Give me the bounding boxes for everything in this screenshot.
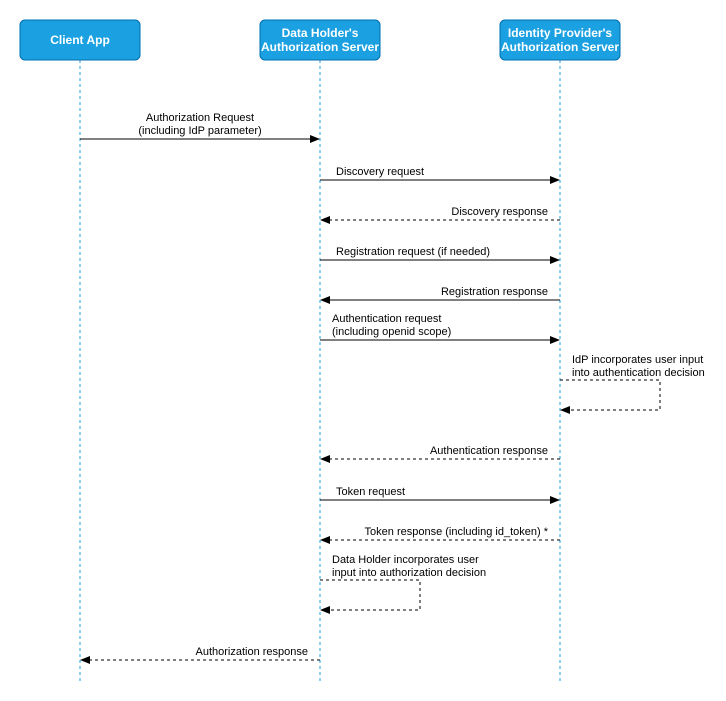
message-authz-request: Authorization Request(including IdP para… bbox=[80, 112, 320, 143]
message-label: (including IdP parameter) bbox=[138, 125, 261, 137]
message-authn-response: Authentication response bbox=[320, 445, 560, 463]
message-label: Discovery request bbox=[336, 166, 424, 178]
message-label: IdP incorporates user input bbox=[572, 354, 703, 366]
messages: Authorization Request(including IdP para… bbox=[80, 112, 705, 664]
message-label: Token response (including id_token) * bbox=[365, 526, 549, 538]
self-message-arrow bbox=[560, 379, 661, 414]
actor-box bbox=[19, 19, 141, 61]
message-authz-response: Authorization response bbox=[80, 646, 320, 664]
message-label: Authorization response bbox=[195, 646, 308, 658]
message-token-request: Token request bbox=[320, 486, 560, 504]
message-label: Authorization Request bbox=[146, 112, 254, 124]
message-discovery-request: Discovery request bbox=[320, 166, 560, 184]
message-label: Authentication request bbox=[332, 313, 441, 325]
self-message-arrow bbox=[320, 579, 421, 614]
message-registration-response: Registration response bbox=[320, 286, 560, 304]
message-authn-request: Authentication request(including openid … bbox=[320, 313, 560, 344]
message-label: Data Holder incorporates user bbox=[332, 554, 479, 566]
lifelines bbox=[79, 60, 561, 682]
message-label: input into authorization decision bbox=[332, 567, 486, 579]
message-registration-request: Registration request (if needed) bbox=[320, 246, 560, 264]
message-label: Token request bbox=[336, 486, 405, 498]
message-label: Authentication response bbox=[430, 445, 548, 457]
actor-client: Client App bbox=[19, 19, 141, 61]
message-discovery-response: Discovery response bbox=[320, 206, 560, 224]
message-label: Discovery response bbox=[451, 206, 548, 218]
message-label: Registration response bbox=[441, 286, 548, 298]
actor-label: Identity Provider's bbox=[508, 26, 613, 40]
actor-box bbox=[259, 19, 381, 61]
message-label: Registration request (if needed) bbox=[336, 246, 490, 258]
message-label: into authentication decision bbox=[572, 367, 705, 379]
actor-label: Client App bbox=[50, 33, 110, 47]
actor-label: Authorization Server bbox=[501, 40, 619, 54]
actor-label: Authorization Server bbox=[261, 40, 379, 54]
message-label: (including openid scope) bbox=[332, 326, 451, 338]
actor-box bbox=[499, 19, 621, 61]
message-token-response: Token response (including id_token) * bbox=[320, 526, 560, 544]
actor-label: Data Holder's bbox=[282, 26, 359, 40]
